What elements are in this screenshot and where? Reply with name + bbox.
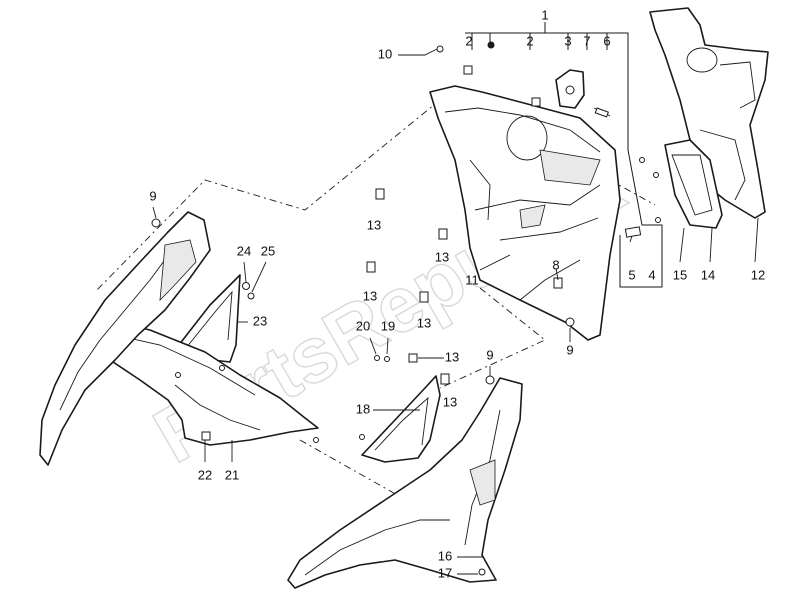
callout-10: 10 <box>378 46 392 61</box>
left-lower-fairing-part-21 <box>94 317 319 446</box>
right-cover-part-18 <box>361 375 441 463</box>
clip-part-5 <box>624 226 642 238</box>
callout-7: 7 <box>583 33 590 48</box>
callout-13: 13 <box>445 349 459 364</box>
callout-6: 6 <box>603 33 610 48</box>
callout-13: 13 <box>417 315 431 330</box>
callout-17: 17 <box>438 565 452 580</box>
callout-20: 20 <box>356 318 370 333</box>
leader-lines <box>152 48 759 575</box>
left-legshield-panel <box>39 211 211 466</box>
callout-1: 1 <box>541 7 548 22</box>
callout-2: 2 <box>465 33 472 48</box>
right-panel-part-12 <box>649 7 769 219</box>
callout-5: 5 <box>628 267 635 282</box>
right-front-fairing-part-16 <box>287 377 523 589</box>
group-1-bracket <box>465 22 663 288</box>
small-bracket-part-3 <box>555 69 585 109</box>
callouts: 1 2 2 3 7 6 10 5 4 15 14 12 11 8 9 9 9 1… <box>149 7 765 580</box>
callout-24: 24 <box>237 243 251 258</box>
bracket-plate-part-14 <box>664 139 723 229</box>
callout-8: 8 <box>552 257 559 272</box>
callout-13: 13 <box>363 288 377 303</box>
callout-18: 18 <box>356 401 370 416</box>
callout-11: 11 <box>465 272 479 287</box>
callout-9: 9 <box>149 188 156 203</box>
callout-22: 22 <box>198 467 212 482</box>
callout-4: 4 <box>648 267 655 282</box>
callout-12: 12 <box>751 267 765 282</box>
callout-13: 13 <box>435 249 449 264</box>
callout-13: 13 <box>443 394 457 409</box>
callout-25: 25 <box>261 243 275 258</box>
fasteners <box>151 41 661 576</box>
callout-19: 19 <box>381 318 395 333</box>
inner-shield-part-11 <box>429 85 621 341</box>
callout-15: 15 <box>673 267 687 282</box>
callout-16: 16 <box>438 548 452 563</box>
callout-21: 21 <box>225 467 239 482</box>
callout-9: 9 <box>566 342 573 357</box>
callout-3: 3 <box>564 33 571 48</box>
callout-14: 14 <box>701 267 715 282</box>
callout-9: 9 <box>486 347 493 362</box>
callout-23: 23 <box>253 313 267 328</box>
callout-2: 2 <box>526 33 533 48</box>
callout-13: 13 <box>367 217 381 232</box>
